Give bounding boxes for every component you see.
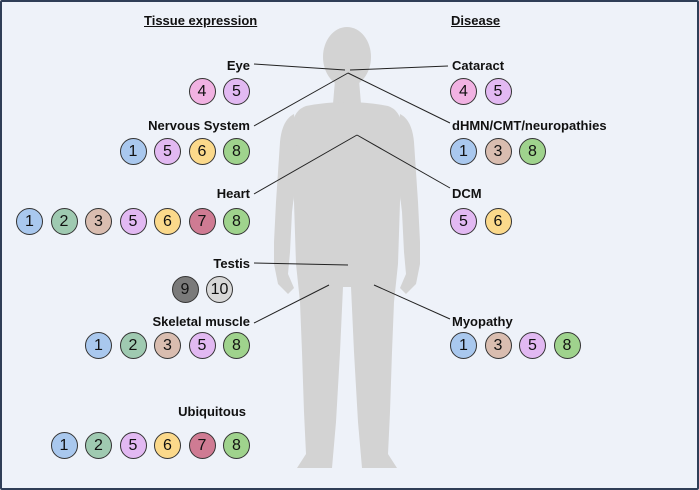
tissue-label: Eye (226, 58, 250, 73)
protein-badge: 3 (154, 332, 181, 359)
protein-badge: 1 (16, 208, 43, 235)
protein-badge: 8 (223, 432, 250, 459)
torso-and-legs (290, 102, 404, 468)
protein-badge: 5 (154, 138, 181, 165)
protein-badge: 2 (50, 208, 78, 235)
protein-badge: 5 (484, 78, 512, 105)
protein-badge: 8 (223, 138, 250, 165)
protein-badge: 1 (450, 332, 477, 359)
protein-badge: 1 (85, 332, 112, 359)
protein-badge: 6 (154, 208, 181, 235)
tissue-label: Testis (213, 256, 250, 271)
left-arm (274, 114, 298, 294)
protein-badge: 1 (119, 138, 147, 165)
tissue-expression-header: Tissue expression (144, 13, 258, 28)
protein-badge: 4 (188, 78, 216, 105)
protein-badge: 9 (171, 276, 199, 303)
protein-badge: 3 (484, 138, 512, 165)
tissue-label: Heart (216, 186, 250, 201)
protein-badge: 2 (85, 432, 112, 459)
protein-badge: 8 (223, 332, 250, 359)
connector-lines (253, 63, 451, 324)
disease-label: dHMN/CMT/neuropathies (452, 118, 607, 133)
human-body-silhouette (274, 27, 420, 468)
protein-badge: 8 (519, 138, 546, 165)
protein-badge: 1 (450, 138, 477, 165)
protein-badge: 5 (119, 432, 147, 459)
head (323, 27, 371, 87)
protein-badge: 5 (450, 208, 477, 235)
protein-badge: 8 (553, 332, 581, 359)
protein-badge: 5 (519, 332, 546, 359)
protein-badge: 10 (206, 276, 233, 303)
disease-label: Cataract (452, 58, 505, 73)
tissue-label: Skeletal muscle (152, 314, 250, 329)
protein-badge: 5 (119, 208, 147, 235)
protein-badge: 6 (484, 208, 512, 235)
protein-badge: 6 (154, 432, 181, 459)
protein-badge: 2 (119, 332, 147, 359)
tissue-label: Nervous System (148, 118, 250, 133)
right-arm (396, 114, 420, 294)
disease-label: DCM (452, 186, 482, 201)
disease-label: Myopathy (452, 314, 513, 329)
neck (333, 80, 361, 104)
disease-header: Disease (451, 13, 501, 28)
protein-badge: 3 (85, 208, 112, 235)
protein-badge: 4 (450, 78, 477, 105)
protein-badge: 5 (223, 78, 250, 105)
protein-badge: 3 (484, 332, 512, 359)
protein-badge: 7 (188, 432, 216, 459)
protein-badge: 8 (223, 208, 250, 235)
tissue-label: Ubiquitous (178, 404, 246, 419)
protein-badge: 7 (188, 208, 216, 235)
protein-badge: 1 (50, 432, 78, 459)
protein-badge: 6 (188, 138, 216, 165)
protein-badge: 5 (188, 332, 216, 359)
